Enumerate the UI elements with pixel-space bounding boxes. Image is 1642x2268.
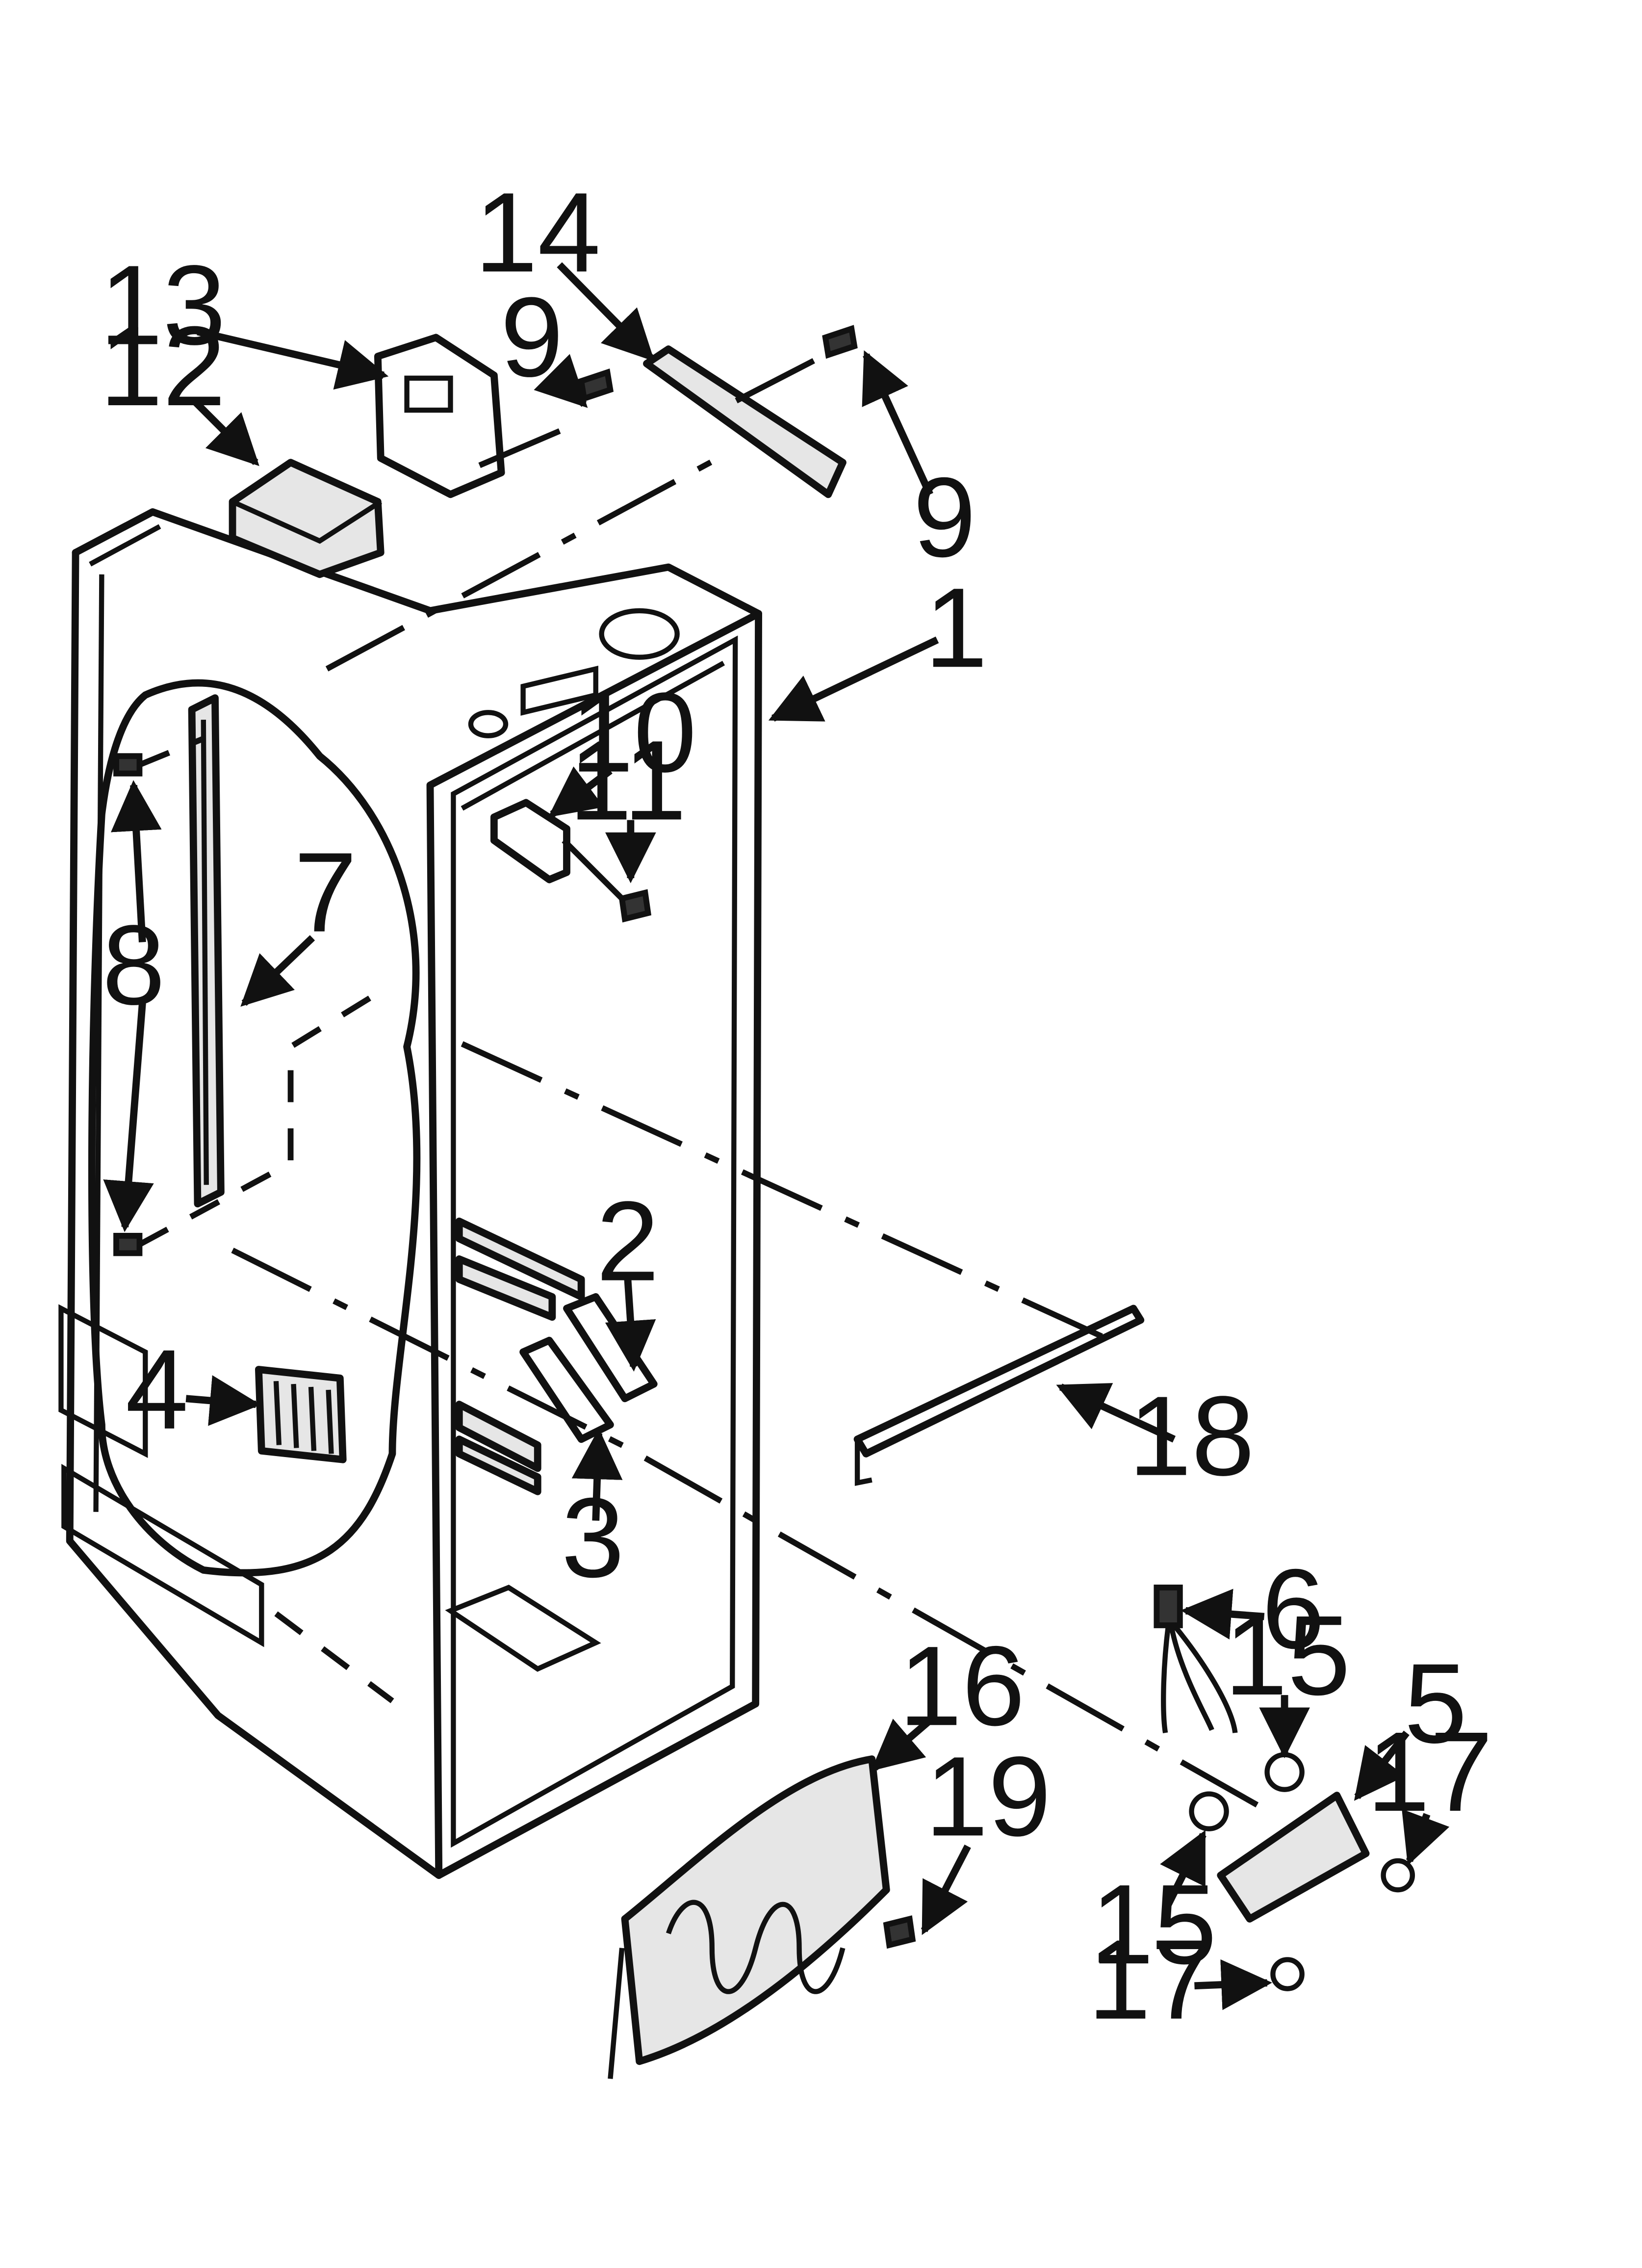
cabinet-liner [58, 508, 763, 1879]
cover-part-13 [374, 334, 505, 498]
callout-11: 11 [569, 717, 687, 843]
light-housing-part-5 [1217, 1792, 1370, 1923]
callout-9-top: 9 [500, 274, 564, 400]
heater-coil-part-16 [608, 1755, 890, 2079]
callout-labels: 1 2 3 4 5 6 7 8 9 9 10 11 12 13 14 15 15… [100, 169, 1493, 2042]
callout-17-right: 17 [1367, 1708, 1493, 1835]
screw-part-8 [113, 753, 143, 1256]
assembly-lines [138, 358, 1281, 1820]
callout-19: 19 [925, 1733, 1051, 1859]
callout-13: 13 [100, 242, 226, 368]
screw-part-9 [578, 325, 858, 403]
callout-18: 18 [1129, 1373, 1255, 1499]
bracket-part-10 [490, 799, 570, 884]
callout-2: 2 [596, 1178, 660, 1304]
callout-12: 12 [100, 303, 226, 429]
screw-part-19 [883, 1915, 916, 1949]
harness-part-6 [1154, 1584, 1238, 1734]
shelf-rail-part-7 [188, 694, 225, 1208]
callout-5: 5 [1404, 1640, 1467, 1767]
callout-1: 1 [924, 564, 988, 691]
callout-8: 8 [102, 902, 165, 1028]
screw-part-11 [618, 889, 652, 923]
callout-17-bottom: 17 [1088, 1916, 1214, 2043]
socket-part-15 [1189, 1752, 1305, 1831]
pin-part-17 [1270, 1858, 1415, 1991]
callout-3: 3 [562, 1474, 625, 1601]
bracket-part-14 [643, 345, 847, 498]
callout-16: 16 [899, 1622, 1025, 1749]
callout-10: 10 [570, 669, 696, 796]
callout-9-right: 9 [913, 454, 976, 580]
control-housing-part-12 [229, 459, 385, 578]
callout-15-top: 15 [1225, 1592, 1351, 1719]
callout-arrows [103, 262, 1450, 2010]
vent-part-4 [255, 1366, 347, 1463]
cross-rail-part-18 [853, 1304, 1145, 1486]
callout-4: 4 [126, 1326, 189, 1453]
callout-15-bottom: 15 [1091, 1861, 1217, 1987]
callout-6: 6 [1262, 1545, 1325, 1672]
callout-7: 7 [294, 829, 357, 955]
callout-14: 14 [475, 169, 601, 295]
slide-part-3 [519, 1336, 614, 1443]
